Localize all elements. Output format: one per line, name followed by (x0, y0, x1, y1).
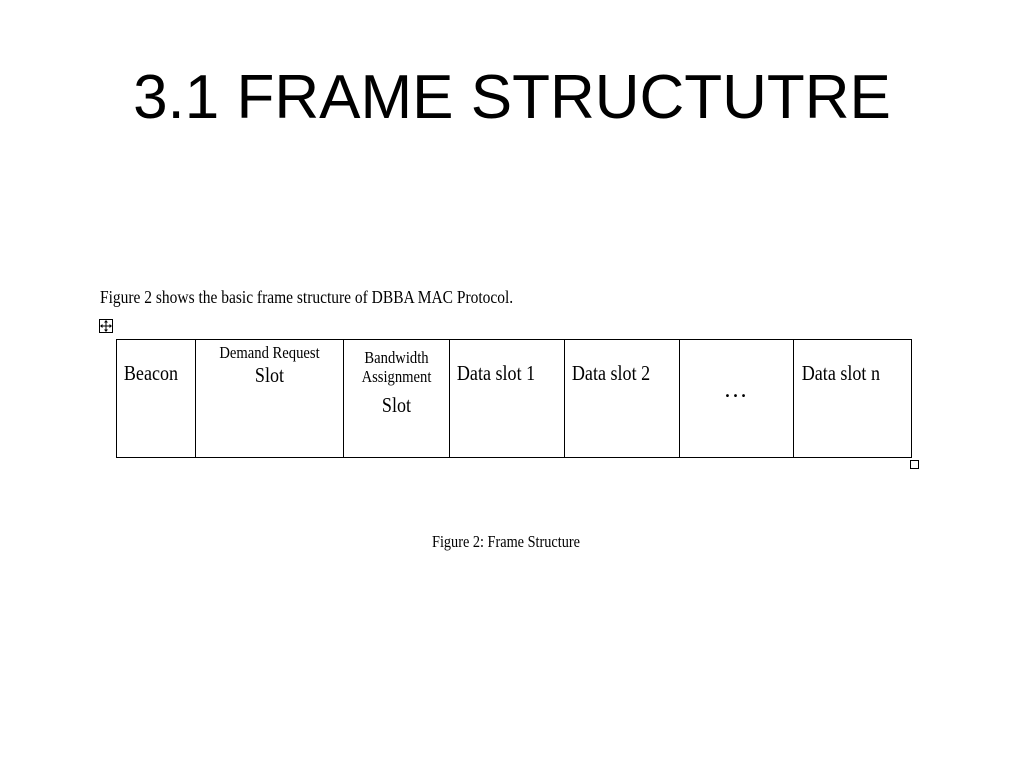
move-arrows-icon[interactable] (99, 319, 113, 333)
ellipsis-label: … (723, 377, 750, 403)
data-slot-1-cell: Data slot 1 (449, 339, 565, 458)
data-slot-1-label: Data slot 1 (456, 361, 536, 385)
slide-title: 3.1 FRAME STRUCTUTRE (133, 63, 891, 132)
resize-square-icon[interactable] (910, 460, 919, 469)
bandwidth-slot-label: Slot (381, 393, 412, 417)
beacon-cell: Beacon (116, 339, 196, 458)
data-slot-n-cell: Data slot n (793, 339, 912, 458)
ellipsis-cell: … (679, 339, 794, 458)
data-slot-n-label: Data slot n (801, 361, 880, 385)
frame-structure-table: Beacon Demand Request Slot Bandwidth Ass… (116, 339, 912, 458)
table-row: Beacon Demand Request Slot Bandwidth Ass… (116, 339, 912, 458)
figure-caption: Figure 2: Frame Structure (432, 532, 580, 551)
demand-request-label: Demand Request (219, 343, 320, 362)
bandwidth-label: Bandwidth (364, 348, 429, 367)
demand-request-slot-cell: Demand Request Slot (195, 339, 344, 458)
beacon-label: Beacon (123, 361, 179, 385)
data-slot-2-label: Data slot 2 (571, 361, 651, 385)
assignment-label: Assignment (361, 367, 432, 386)
demand-request-slot-label: Slot (254, 363, 285, 387)
bandwidth-assignment-slot-cell: Bandwidth Assignment Slot (343, 339, 450, 458)
figure-intro-text: Figure 2 shows the basic frame structure… (100, 287, 514, 307)
data-slot-2-cell: Data slot 2 (564, 339, 680, 458)
